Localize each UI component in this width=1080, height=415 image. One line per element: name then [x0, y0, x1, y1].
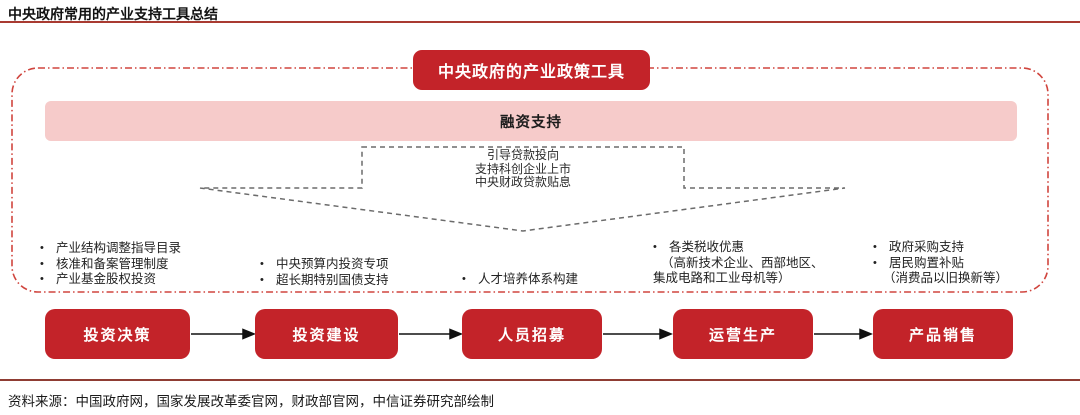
- stage-box-recruitment: 人员招募: [462, 309, 602, 359]
- arrow-head-1-icon: [242, 328, 256, 340]
- funnel-annotation: 引导贷款投向 支持科创企业上市 中央财政贷款贴息: [398, 148, 648, 190]
- stage-box-product-sales: 产品销售: [873, 309, 1013, 359]
- page-title: 中央政府常用的产业支持工具总结: [8, 6, 218, 22]
- tool-group-tax-incentives: • 各类税收优惠 （高新技术企业、西部地区、 集成电路和工业母机等）: [653, 240, 824, 287]
- bullet-icon: •: [260, 258, 264, 270]
- list-item: • 核准和备案管理制度: [40, 257, 181, 273]
- list-item: • 超长期特别国债支持: [260, 273, 389, 289]
- stage-label: 人员招募: [497, 326, 566, 344]
- funnel-line-1: 引导贷款投向: [486, 148, 559, 162]
- source-divider-line: [0, 379, 1080, 381]
- list-item-note-text: （消费品以旧换新等）: [883, 271, 1009, 285]
- list-item-text: 产业基金股权投资: [56, 272, 157, 286]
- policy-frame-border: [11, 67, 1049, 293]
- stage-label: 产品销售: [908, 326, 977, 344]
- list-item: • 产业结构调整指导目录: [40, 241, 181, 257]
- stage-flow-arrows: [191, 328, 873, 340]
- bullet-icon: •: [873, 256, 877, 269]
- arrow-head-3-icon: [659, 328, 673, 340]
- bullet-icon: •: [462, 273, 466, 285]
- list-item-text: 人才培养体系构建: [478, 272, 579, 286]
- tool-group-sales-support: • 政府采购支持 • 居民购置补贴 （消费品以旧换新等）: [873, 240, 1008, 287]
- list-item-text: 各类税收优惠: [669, 240, 745, 254]
- stage-label: 投资决策: [83, 326, 152, 344]
- bullet-icon: •: [40, 257, 44, 270]
- list-item-note: 集成电路和工业母机等）: [653, 271, 824, 287]
- list-item-text: 中央预算内投资专项: [276, 257, 389, 271]
- source-note: 资料来源：中国政府网，国家发展改革委官网，财政部官网，中信证券研究部绘制: [8, 394, 494, 409]
- list-item-note: （高新技术企业、西部地区、: [653, 256, 824, 272]
- financing-support-bar: 融资支持: [45, 101, 1017, 141]
- tool-group-recruitment: • 人才培养体系构建: [462, 272, 578, 288]
- stage-box-investment-construction: 投资建设: [255, 309, 398, 359]
- title-divider-line: [0, 21, 1080, 23]
- bullet-icon: •: [260, 273, 264, 286]
- stage-box-operation-production: 运营生产: [673, 309, 813, 359]
- arrow-head-4-icon: [859, 328, 873, 340]
- financing-support-label: 融资支持: [500, 114, 562, 131]
- bullet-icon: •: [40, 273, 44, 285]
- list-item: • 政府采购支持: [873, 240, 1008, 256]
- list-item-text: 核准和备案管理制度: [56, 256, 169, 271]
- stage-label: 运营生产: [708, 326, 777, 344]
- list-item-text: 政府采购支持: [889, 240, 965, 254]
- bullet-icon: •: [653, 241, 657, 253]
- stage-box-investment-decision: 投资决策: [45, 309, 190, 359]
- list-item: • 居民购置补贴: [873, 256, 1008, 272]
- stage-label: 投资建设: [292, 326, 361, 344]
- list-item: • 人才培养体系构建: [462, 272, 578, 288]
- list-item-note-text: 集成电路和工业母机等）: [653, 271, 791, 285]
- root-policy-tools-label: 中央政府的产业政策工具: [437, 64, 625, 81]
- funnel-down-arrow-outline: [199, 146, 846, 232]
- list-item-text: 居民购置补贴: [889, 255, 965, 270]
- arrow-head-2-icon: [449, 328, 463, 340]
- list-item-text: 产业结构调整指导目录: [56, 241, 182, 255]
- bullet-icon: •: [873, 241, 877, 253]
- list-item: • 中央预算内投资专项: [260, 257, 389, 273]
- tool-group-investment-decision: • 产业结构调整指导目录 • 核准和备案管理制度 • 产业基金股权投资: [40, 241, 181, 288]
- list-item-note: （消费品以旧换新等）: [873, 271, 1008, 287]
- tool-group-investment-construction: • 中央预算内投资专项 • 超长期特别国债支持: [260, 257, 389, 288]
- root-policy-tools-box: 中央政府的产业政策工具: [413, 50, 650, 90]
- list-item-note-text: （高新技术企业、西部地区、: [661, 255, 824, 270]
- list-item-text: 超长期特别国债支持: [276, 272, 389, 287]
- bullet-icon: •: [40, 242, 44, 254]
- funnel-line-3: 中央财政贷款贴息: [474, 175, 571, 189]
- funnel-line-2: 支持科创企业上市: [474, 161, 571, 176]
- list-item: • 产业基金股权投资: [40, 272, 181, 288]
- list-item: • 各类税收优惠: [653, 240, 824, 256]
